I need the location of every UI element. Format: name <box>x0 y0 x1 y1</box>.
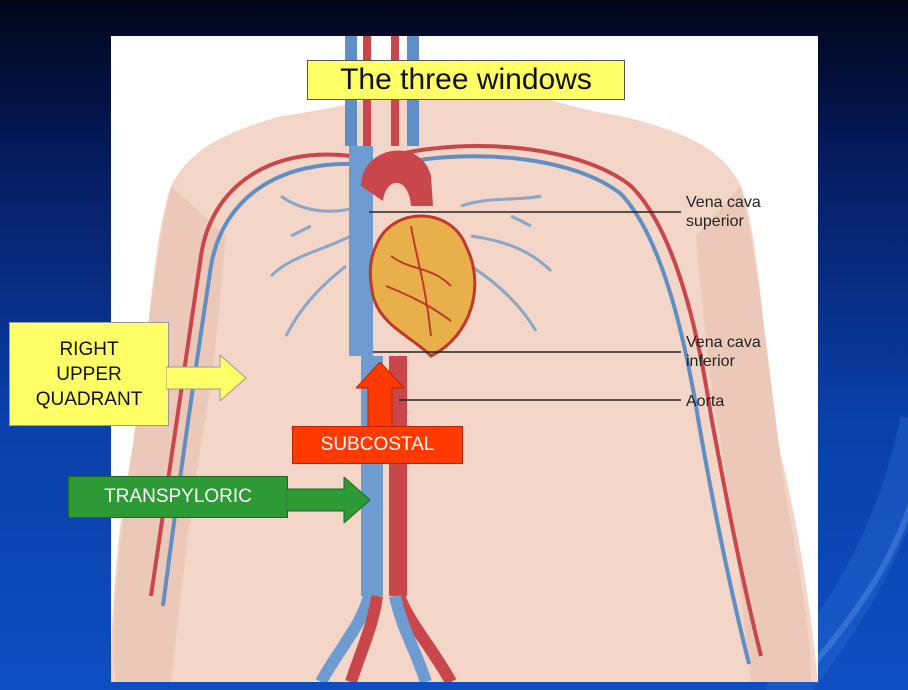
subcostal-box: SUBCOSTAL <box>292 426 463 464</box>
vena-cava-superior-line2: superior <box>686 212 761 231</box>
title-box: The three windows <box>307 60 625 100</box>
vena-cava-superior-line1: Vena cava <box>686 193 761 212</box>
transpyloric-arrow-icon <box>286 477 372 523</box>
vena-cava-inferior-line1: Vena cava <box>686 333 761 352</box>
rq-line1: RIGHT <box>10 337 168 362</box>
right-upper-quadrant-arrow-icon <box>166 355 248 401</box>
rq-line3: QUADRANT <box>10 387 168 412</box>
vena-cava-inferior-label: Vena cava inferior <box>686 333 761 371</box>
rq-line2: UPPER <box>10 362 168 387</box>
aorta-label: Aorta <box>686 392 724 411</box>
vena-cava-inferior-line2: inferior <box>686 352 761 371</box>
subcostal-arrow-icon <box>356 362 404 428</box>
transpyloric-box: TRANSPYLORIC <box>68 476 288 518</box>
right-upper-quadrant-box: RIGHT UPPER QUADRANT <box>9 322 169 426</box>
vena-cava-superior-label: Vena cava superior <box>686 193 761 231</box>
